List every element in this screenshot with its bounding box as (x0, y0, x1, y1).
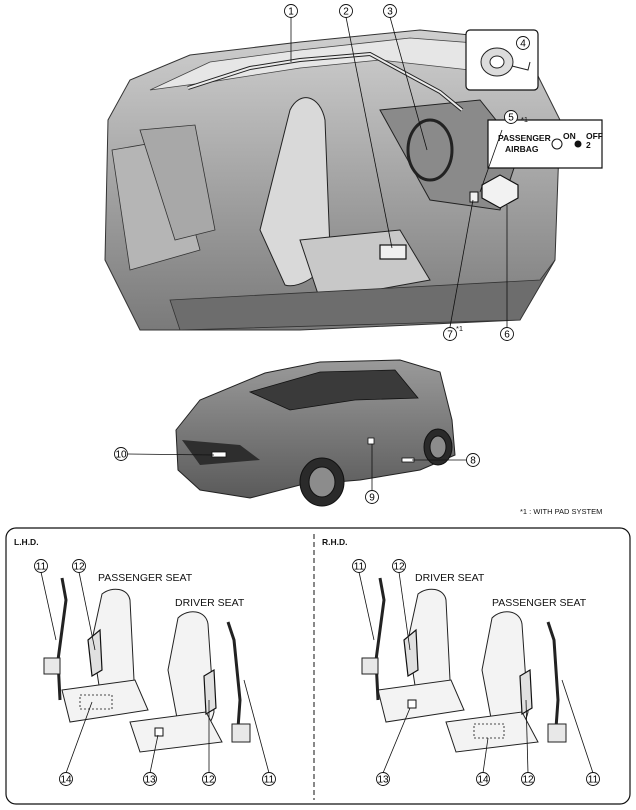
callout-1: 1 (284, 4, 298, 18)
callout-11: 11 (262, 772, 276, 786)
interior-illustration (104, 29, 561, 331)
callout-2: 2 (339, 4, 353, 18)
callout-number: 11 (354, 561, 365, 572)
callout-number: 10 (115, 449, 127, 460)
callout-number: 2 (343, 6, 349, 17)
callout-number: 14 (60, 774, 72, 785)
callout-number: 5 (508, 112, 514, 123)
airbag-indicator-inset: PASSENGER AIRBAG ON OFF 2 (487, 119, 603, 169)
callout-13: 13 (143, 772, 157, 786)
callout-9: 9 (365, 490, 379, 504)
callout-number: 11 (264, 774, 275, 785)
lhd-left-seat-label: PASSENGER SEAT (98, 572, 193, 584)
callout-number: 11 (588, 774, 599, 785)
rhd-right-seat-label: PASSENGER SEAT (492, 597, 587, 609)
callout-number: 8 (470, 455, 476, 466)
callout-11: 11 (586, 772, 600, 786)
callout-11: 11 (352, 559, 366, 573)
callout-5: 5 (504, 110, 518, 124)
callout-number: 12 (393, 561, 405, 572)
callout-number: 6 (504, 329, 510, 340)
callout-number: 13 (144, 774, 156, 785)
callout-number: 4 (520, 38, 526, 49)
callout-13: 13 (376, 772, 390, 786)
note-star-7: *1 (456, 324, 463, 333)
callout-number: 3 (387, 6, 393, 17)
rhd-panel: R.H.D. DRIVER SEAT PASSENGER SEAT (322, 537, 594, 774)
callout-8: 8 (466, 453, 480, 467)
callout-number: 12 (522, 774, 534, 785)
callout-number: 14 (477, 774, 489, 785)
lhd-panel: L.H.D. PASSENGER SEAT DRIVER SEAT (14, 537, 270, 774)
indicator-line2: AIRBAG (505, 144, 539, 154)
callout-14: 14 (476, 772, 490, 786)
callout-12: 12 (202, 772, 216, 786)
callout-3: 3 (383, 4, 397, 18)
indicator-two: 2 (586, 140, 591, 150)
callout-7: 7 (443, 327, 457, 341)
lhd-right-seat-label: DRIVER SEAT (175, 597, 245, 609)
indicator-off: OFF (586, 131, 603, 141)
callout-number: 11 (36, 561, 47, 572)
callout-6: 6 (500, 327, 514, 341)
leader-lines-interior (290, 16, 508, 328)
callout-number: 12 (203, 774, 215, 785)
lhd-title: L.H.D. (14, 537, 39, 547)
callout-10: 10 (114, 447, 128, 461)
leader-lines-exterior (127, 444, 467, 490)
footnote: *1 : WITH PAD SYSTEM (520, 507, 602, 516)
callout-number: 13 (377, 774, 389, 785)
callout-number: 9 (369, 492, 375, 503)
rhd-left-seat-label: DRIVER SEAT (415, 572, 485, 584)
indicator-on: ON (563, 131, 576, 141)
callout-number: 1 (288, 6, 294, 17)
seat-panel-frame (5, 527, 631, 805)
callout-12: 12 (72, 559, 86, 573)
exterior-car-illustration (175, 359, 456, 507)
callout-12: 12 (521, 772, 535, 786)
rhd-title: R.H.D. (322, 537, 348, 547)
callout-number: 12 (73, 561, 85, 572)
callout-number: 7 (447, 329, 453, 340)
callout-4: 4 (516, 36, 530, 50)
callout-14: 14 (59, 772, 73, 786)
callout-11: 11 (34, 559, 48, 573)
callout-12: 12 (392, 559, 406, 573)
indicator-line1: PASSENGER (498, 133, 551, 143)
note-star-5: *1 (521, 115, 528, 124)
